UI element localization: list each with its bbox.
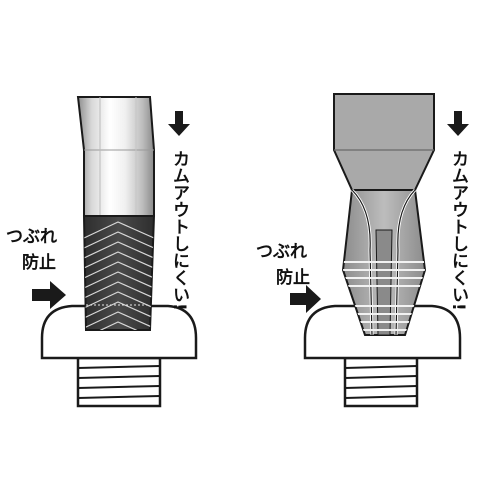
right-arrow-icon	[32, 281, 66, 309]
right-panel: つぶれ 防止 カムアウトしにくい!	[256, 93, 469, 408]
flat-tip-left	[82, 215, 156, 331]
crush-prevent-label-line2: 防止	[22, 252, 56, 273]
screwdriver-shaft-right	[333, 93, 435, 191]
screwdriver-shaft-left	[76, 96, 155, 217]
left-panel: つぶれ 防止 カムアウトしにくい!	[6, 96, 198, 408]
crush-prevent-label-line1-right: つぶれ	[256, 242, 307, 262]
crush-prevent-label-line1: つぶれ	[6, 227, 57, 247]
down-arrow-icon-right	[447, 111, 469, 136]
screw-head-left	[40, 304, 198, 360]
screw-shank-left	[76, 356, 162, 408]
cam-out-resistant-text: カムアウトしにくい!	[169, 150, 189, 311]
down-arrow-icon	[168, 111, 190, 136]
screw-shank-right	[343, 356, 419, 408]
crush-prevent-label-line2-right: 防止	[276, 267, 310, 288]
cam-out-resistant-text-right: カムアウトしにくい!	[448, 150, 468, 311]
right-arrow-icon-right	[290, 285, 321, 313]
